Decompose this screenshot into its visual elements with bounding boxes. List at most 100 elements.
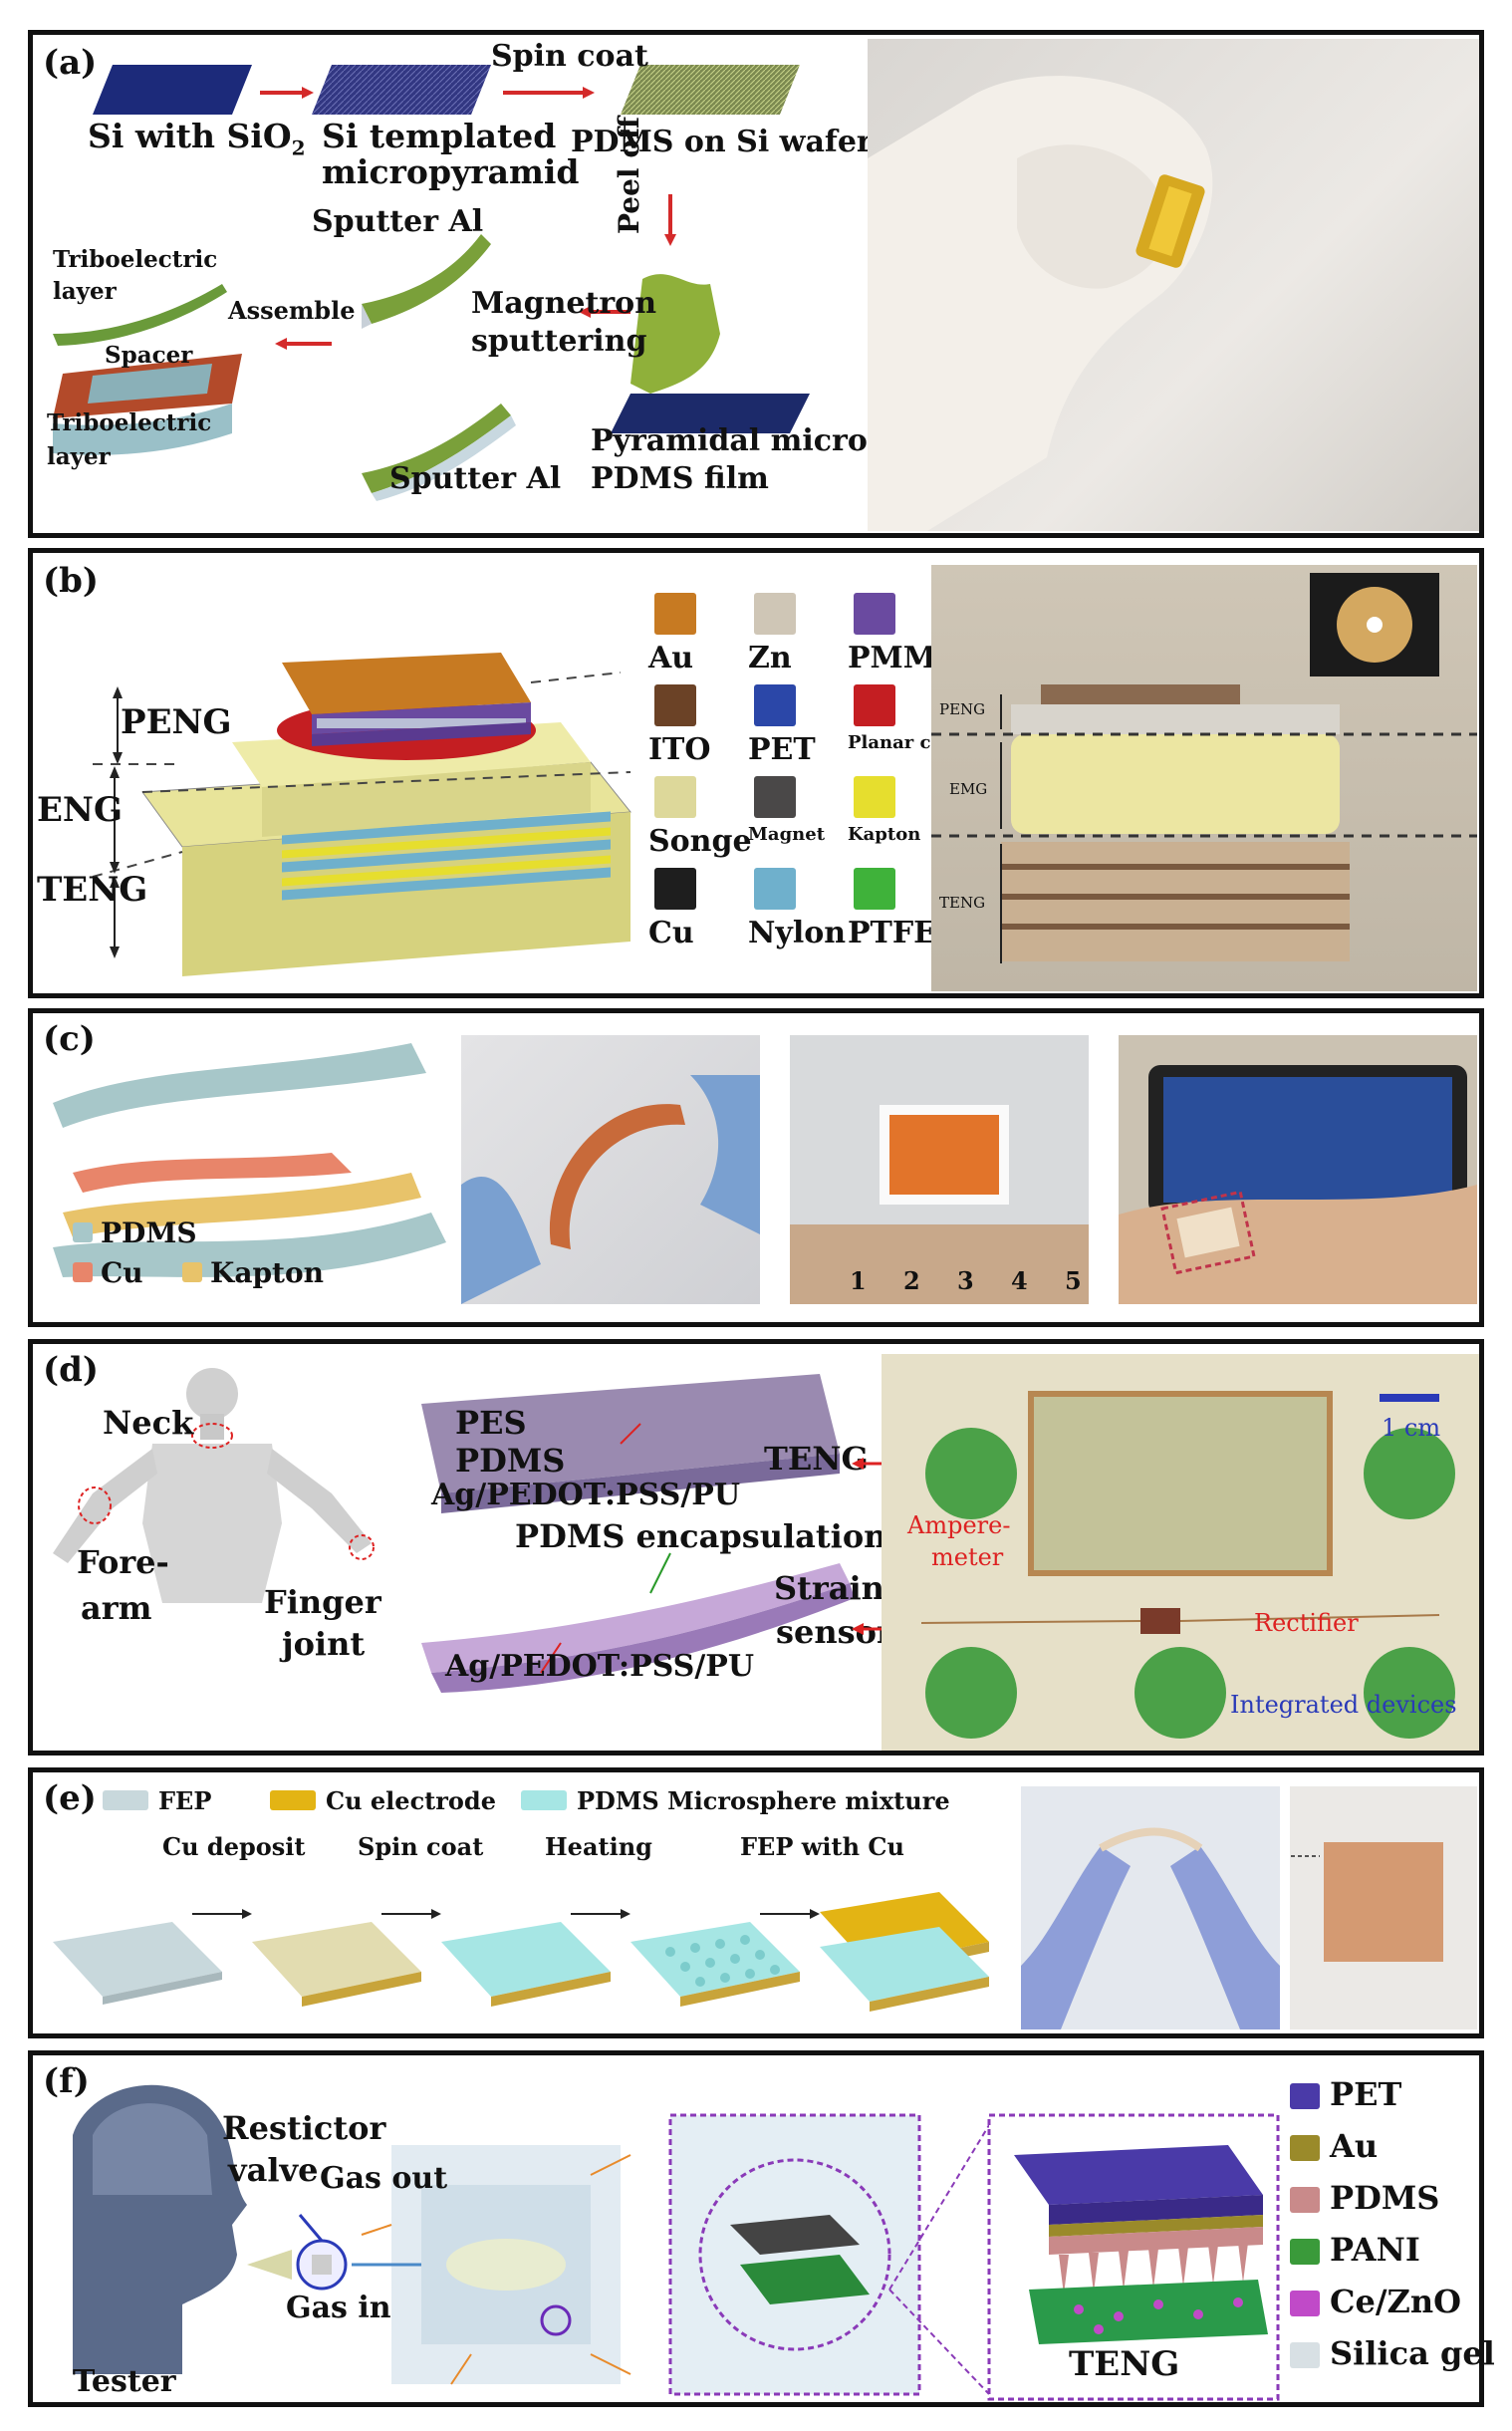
legend-label: Au bbox=[648, 641, 694, 675]
label-gas-out: Gas out bbox=[320, 2161, 448, 2196]
sensor-marker bbox=[540, 2304, 572, 2336]
legend-label: PDMS bbox=[1330, 2179, 1440, 2217]
legend-swatch bbox=[654, 593, 696, 635]
legend-swatch bbox=[73, 1222, 93, 1242]
legend-swatch bbox=[182, 1262, 202, 1282]
ruler-tick-label: 3 bbox=[957, 1266, 974, 1295]
legend-label: Magnet bbox=[748, 824, 826, 845]
legend-label: Cu bbox=[648, 916, 694, 950]
photo-integrated-devices: 1 cm Ampere- meter Rectifier Integrated … bbox=[882, 1354, 1479, 1751]
label-fore: Fore- bbox=[77, 1543, 169, 1581]
panel-a: (a) bbox=[28, 30, 1484, 538]
body-diagram bbox=[53, 1368, 375, 1603]
label-assemble: Assemble bbox=[228, 296, 356, 325]
legend-swatch bbox=[854, 868, 895, 910]
label-peel-off: Peel off bbox=[613, 117, 645, 234]
legend-label: PET bbox=[748, 732, 816, 767]
panel-label: (c) bbox=[43, 1019, 96, 1059]
peng-pillars bbox=[317, 718, 526, 728]
legend-label: Cu electrode bbox=[326, 1786, 496, 1815]
legend-label: Planar coil bbox=[848, 732, 957, 753]
label-sputtering: sputtering bbox=[471, 324, 647, 359]
legend-swatch bbox=[1290, 2342, 1320, 2368]
label-integrated: Integrated devices bbox=[1230, 1691, 1457, 1719]
legend-swatch bbox=[654, 868, 696, 910]
process-step-label: FEP with Cu bbox=[740, 1832, 904, 1861]
legend-swatch bbox=[73, 1262, 93, 1282]
process-step-label: Spin coat bbox=[358, 1832, 484, 1861]
label-pdms-wafer: PDMS on Si wafer bbox=[571, 125, 873, 159]
peeled-film bbox=[630, 274, 720, 394]
legend-swatch bbox=[654, 776, 696, 818]
legend-swatch bbox=[103, 1790, 148, 1810]
label-joint: joint bbox=[282, 1625, 366, 1663]
label-teng: TENG bbox=[764, 1440, 869, 1478]
process-step-label: Cu deposit bbox=[162, 1832, 306, 1861]
legend-swatch bbox=[270, 1790, 316, 1810]
legend-swatch bbox=[654, 684, 696, 726]
legend-swatch bbox=[1290, 2135, 1320, 2161]
panel-label: (a) bbox=[43, 43, 98, 83]
legend-swatch bbox=[754, 593, 796, 635]
tribo-layer-top bbox=[53, 284, 227, 346]
label-ag-top: Ag/PEDOT:PSS/PU bbox=[431, 1478, 741, 1512]
photo-cu-film bbox=[1290, 1786, 1477, 2029]
cu-film bbox=[1324, 1842, 1443, 1962]
label-sputter-al-top: Sputter Al bbox=[312, 204, 484, 239]
orange-pad bbox=[889, 1115, 999, 1195]
label-si-templated: Si templated bbox=[322, 117, 557, 155]
ruler-tick-label: 5 bbox=[1065, 1266, 1082, 1295]
legend-swatch bbox=[1290, 2187, 1320, 2213]
photo-hybrid-generator: PENG EMG TENG bbox=[931, 565, 1477, 991]
pyramid-wafer bbox=[611, 394, 810, 433]
fabrication-process-diagram bbox=[53, 1892, 989, 2012]
label-micropyramid: micropyramid bbox=[322, 152, 580, 191]
layered-device-diagram bbox=[53, 1043, 446, 1277]
gas-test-diagram bbox=[73, 2084, 1280, 2401]
legend-swatch bbox=[754, 868, 796, 910]
legend-swatch bbox=[521, 1790, 567, 1810]
legend-label: Silica gel bbox=[1330, 2334, 1495, 2372]
neck-marker bbox=[191, 1423, 233, 1449]
photo-flexible-device bbox=[461, 1035, 760, 1304]
legend-label: Cu bbox=[101, 1256, 143, 1289]
pdms-wafer bbox=[621, 65, 800, 115]
hybrid-generator-diagram bbox=[92, 653, 631, 976]
label-spin-coat: Spin coat bbox=[491, 39, 648, 74]
label-pdms: PDMS bbox=[455, 1442, 566, 1480]
legend-label: Ce/ZnO bbox=[1330, 2283, 1462, 2320]
zoom-box-1 bbox=[668, 2113, 921, 2396]
legend-label: PDMS Microsphere mixture bbox=[577, 1786, 950, 1815]
legend-swatch bbox=[854, 684, 895, 726]
scale-bar bbox=[1380, 1394, 1439, 1402]
legend-swatch bbox=[1290, 2083, 1320, 2109]
bent-device bbox=[549, 1104, 685, 1249]
legend-label: Kapton bbox=[848, 824, 921, 845]
panel-label: (b) bbox=[43, 561, 99, 601]
finger-marker bbox=[349, 1534, 375, 1560]
process-diagram bbox=[53, 65, 810, 501]
label-teng: TENG bbox=[37, 870, 148, 910]
si-wafer bbox=[93, 65, 252, 115]
label-restictor: Restictor bbox=[222, 2109, 386, 2147]
sputtered-film-top bbox=[362, 234, 491, 324]
ruler-tick-label: 1 bbox=[850, 1266, 867, 1295]
label-tribo-top: Triboelectric bbox=[53, 246, 218, 273]
label-tribo-bottom: Triboelectric bbox=[47, 409, 212, 436]
photo-label-emg: EMG bbox=[949, 780, 988, 798]
photo-label-peng: PENG bbox=[939, 700, 986, 718]
label-pdms-film: PDMS film bbox=[591, 461, 769, 496]
legend-label: ITO bbox=[648, 732, 711, 767]
legend-swatch bbox=[854, 593, 895, 635]
ruler bbox=[790, 1224, 1089, 1304]
label-eng: ENG bbox=[37, 790, 124, 830]
photo-label-teng: TENG bbox=[939, 894, 986, 912]
strain-sensor bbox=[421, 1563, 850, 1673]
label-tribo-bottom-layer: layer bbox=[47, 443, 111, 470]
